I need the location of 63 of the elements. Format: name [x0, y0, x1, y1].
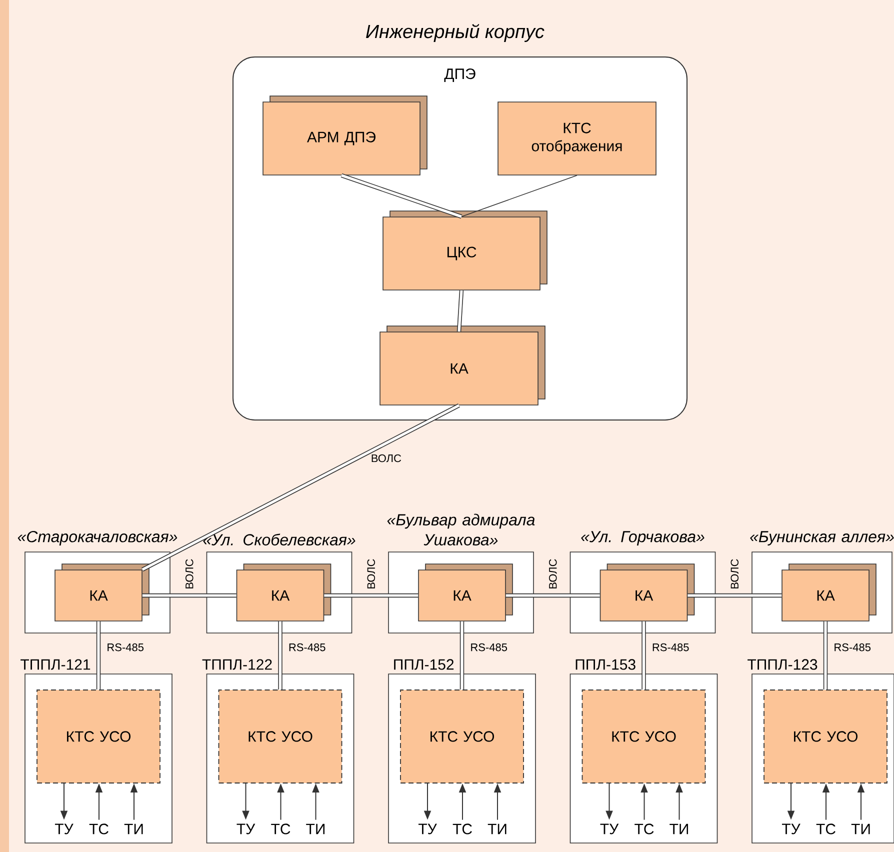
double-line [506, 593, 600, 598]
double-line [460, 621, 464, 690]
edge-label: ВОЛС [730, 559, 739, 588]
signal-label: ТИ [488, 824, 506, 834]
node-label: ППЛ-152 [394, 659, 454, 670]
signal-label: ТИ [670, 824, 688, 834]
signal-label: ТИ [124, 824, 143, 834]
node-label: «Ул. Горчакова» [581, 531, 704, 546]
stacked-box: АРМ ДПЭ [262, 96, 428, 176]
signal-label: ТС [816, 824, 836, 834]
double-line [456, 290, 464, 332]
signal-label: ТИ [306, 824, 324, 834]
signal-label: ТУ [600, 824, 619, 834]
node-label: ППЛ-153 [576, 659, 636, 670]
node-label: «Старокачаловская» [18, 530, 178, 546]
double-line [278, 621, 282, 690]
edge-label: RS-485 [652, 643, 689, 652]
edge-label: RS-485 [471, 643, 508, 652]
signal-label: ТУ [54, 824, 74, 834]
signal-label: ТС [89, 824, 108, 834]
node-label: ТППЛ-123 [748, 659, 818, 670]
dashed-box: КТС УСО [36, 690, 160, 784]
signal-label: ТУ [418, 824, 437, 834]
double-line [324, 593, 418, 598]
signal-label: ТС [271, 824, 290, 834]
edge-label: ВОЛС [367, 559, 376, 588]
dashed-box: КТС УСО [764, 690, 888, 784]
edge-label: ВОЛС [549, 559, 557, 588]
double-line [642, 621, 646, 690]
node-label: «Ул. Скобелевская» [203, 534, 356, 546]
node-label: «Бульвар адмирала Ушакова» [387, 514, 535, 546]
node-label: ТППЛ-121 [20, 659, 90, 670]
edge-label: RS-485 [108, 643, 144, 652]
signal-label: ТУ [236, 824, 256, 834]
dashed-box: КТС УСО [582, 690, 706, 784]
title: Инженерный корпус [366, 24, 544, 42]
double-line [823, 621, 828, 690]
node-label: «Бунинская аллея» [750, 531, 894, 546]
signal-label: ТИ [851, 824, 870, 834]
stacked-box: КА [782, 564, 876, 622]
node-label: ТППЛ-122 [202, 659, 272, 670]
edge-label: ВОЛС [372, 454, 402, 462]
double-line [141, 404, 460, 572]
connector-line [461, 175, 578, 217]
stacked-box: КА [418, 564, 513, 622]
signal-label: ТС [634, 824, 654, 834]
edge-label: ВОЛС [186, 559, 194, 588]
dashed-box: КТС УСО [218, 690, 342, 784]
signal-label: ТУ [782, 824, 800, 834]
signal-label: ТС [452, 824, 472, 834]
stacked-box: КА [380, 326, 546, 406]
process-box: КТС отображения [498, 102, 656, 176]
double-line [688, 593, 782, 598]
double-line [340, 173, 462, 219]
dashed-box: КТС УСО [400, 690, 524, 784]
double-line [96, 621, 101, 690]
stacked-box: КА [54, 564, 150, 622]
stacked-box: КА [236, 564, 332, 622]
edge-label: RS-485 [289, 643, 326, 652]
stacked-box: КА [600, 564, 695, 622]
edge-label: RS-485 [834, 643, 871, 652]
stacked-box: ЦКС [382, 210, 548, 290]
double-line [142, 593, 236, 598]
